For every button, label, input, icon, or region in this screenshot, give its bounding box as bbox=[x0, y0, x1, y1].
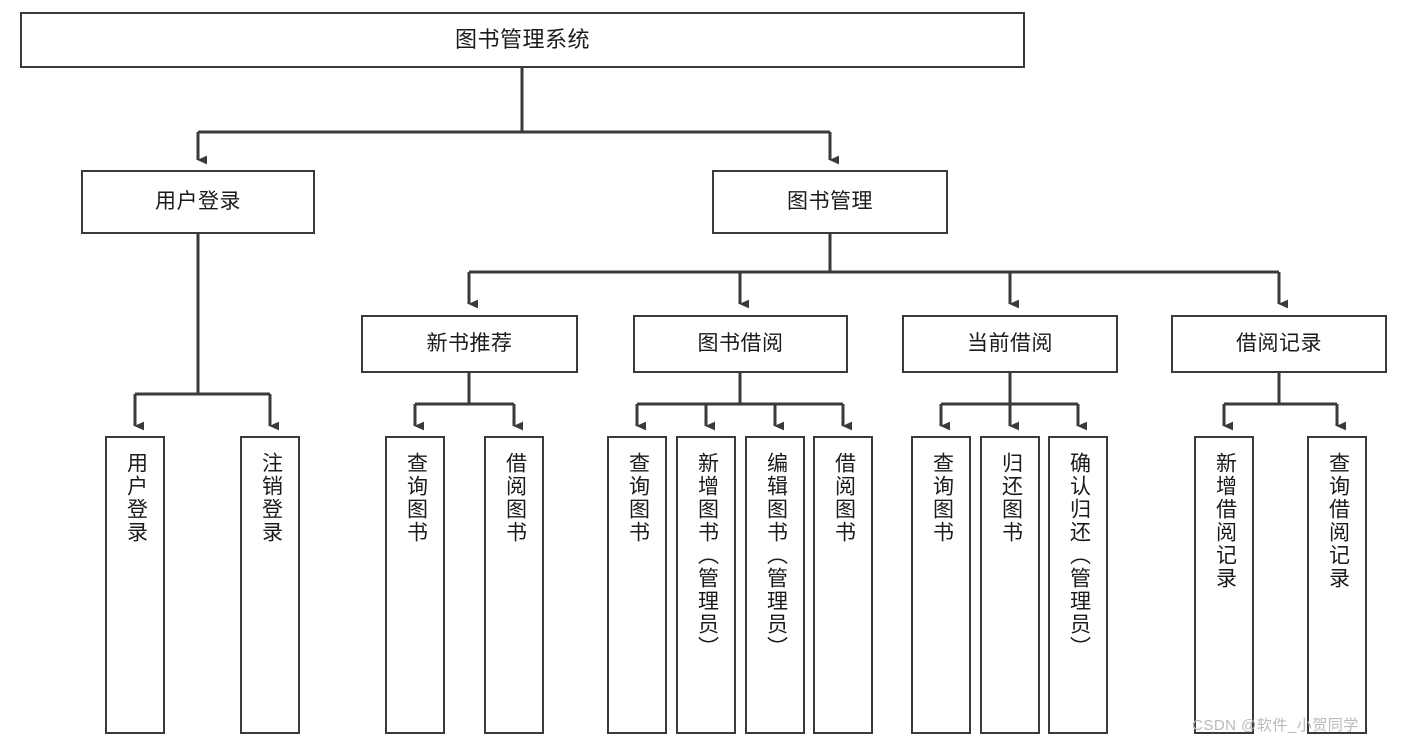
node-label: 查询图书 bbox=[930, 452, 954, 544]
leaf-query-book-current[interactable]: 查询图书 bbox=[911, 436, 971, 734]
node-book-management[interactable]: 图书管理 bbox=[712, 170, 948, 234]
node-label: 注销登录 bbox=[259, 452, 283, 544]
node-label: 用户登录 bbox=[124, 452, 148, 544]
node-label: 编辑图书（管理员） bbox=[764, 452, 788, 659]
node-label: 查询借阅记录 bbox=[1326, 452, 1350, 590]
node-label: 归还图书 bbox=[999, 452, 1023, 544]
leaf-query-borrow-record[interactable]: 查询借阅记录 bbox=[1307, 436, 1367, 734]
node-label: 查询图书 bbox=[404, 452, 428, 544]
node-root-book-management-system[interactable]: 图书管理系统 bbox=[20, 12, 1025, 68]
node-user-login[interactable]: 用户登录 bbox=[81, 170, 315, 234]
node-label: 新增图书（管理员） bbox=[695, 452, 719, 659]
node-label: 借阅记录 bbox=[1236, 331, 1322, 355]
node-label: 借阅图书 bbox=[503, 452, 527, 544]
node-label: 确认归还（管理员） bbox=[1067, 452, 1091, 659]
leaf-add-borrow-record[interactable]: 新增借阅记录 bbox=[1194, 436, 1254, 734]
node-new-book-recommend[interactable]: 新书推荐 bbox=[361, 315, 578, 373]
node-label: 当前借阅 bbox=[967, 331, 1053, 355]
node-label: 新书推荐 bbox=[426, 331, 513, 355]
leaf-borrow-book-recommend[interactable]: 借阅图书 bbox=[484, 436, 544, 734]
node-label: 图书借阅 bbox=[697, 331, 784, 355]
leaf-add-book-admin[interactable]: 新增图书（管理员） bbox=[676, 436, 736, 734]
node-label: 查询图书 bbox=[626, 452, 650, 544]
leaf-query-book-recommend[interactable]: 查询图书 bbox=[385, 436, 445, 734]
node-label: 借阅图书 bbox=[832, 452, 856, 544]
node-book-borrow[interactable]: 图书借阅 bbox=[633, 315, 848, 373]
leaf-borrow-book[interactable]: 借阅图书 bbox=[813, 436, 873, 734]
leaf-return-book[interactable]: 归还图书 bbox=[980, 436, 1040, 734]
node-borrow-record[interactable]: 借阅记录 bbox=[1171, 315, 1387, 373]
leaf-edit-book-admin[interactable]: 编辑图书（管理员） bbox=[745, 436, 805, 734]
leaf-logout[interactable]: 注销登录 bbox=[240, 436, 300, 734]
leaf-query-book-borrow[interactable]: 查询图书 bbox=[607, 436, 667, 734]
node-label: 图书管理系统 bbox=[454, 27, 590, 53]
node-label: 图书管理 bbox=[787, 189, 873, 213]
leaf-confirm-return-admin[interactable]: 确认归还（管理员） bbox=[1048, 436, 1108, 734]
node-label: 用户登录 bbox=[155, 189, 241, 213]
node-current-borrow[interactable]: 当前借阅 bbox=[902, 315, 1118, 373]
leaf-user-login[interactable]: 用户登录 bbox=[105, 436, 165, 734]
csdn-watermark: CSDN @软件_小贺同学 bbox=[1192, 717, 1359, 734]
node-label: 新增借阅记录 bbox=[1213, 452, 1237, 590]
